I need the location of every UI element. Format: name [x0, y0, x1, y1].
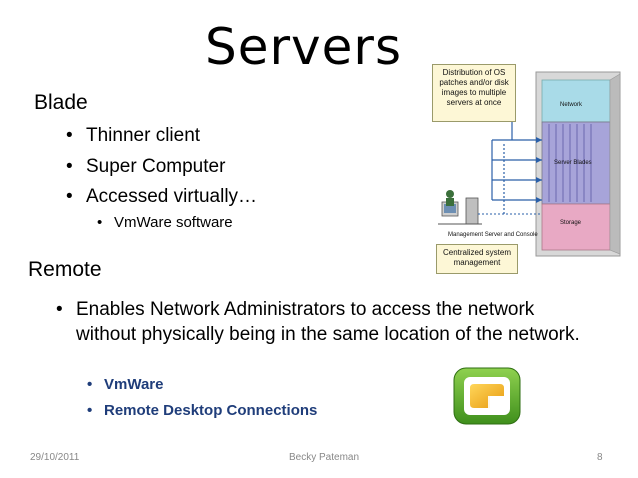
management-server-label: Management Server and Console — [448, 232, 538, 238]
blade-bullet-3: Accessed virtually… — [66, 187, 257, 206]
footer-author: Becky Pateman — [289, 452, 360, 463]
remote-sub-bullet-2: Remote Desktop Connections — [87, 403, 317, 418]
vmware-logo-icon — [453, 367, 521, 425]
blade-bullet-2: Super Computer — [66, 157, 225, 176]
blade-bullet-1: Thinner client — [66, 126, 200, 145]
slide-title: Servers — [205, 18, 403, 76]
rack-label-network: Network — [560, 102, 583, 108]
rack-illustration — [438, 71, 621, 257]
distribution-callout: Distribution of OS patches and/or disk i… — [432, 64, 516, 122]
management-callout: Centralized system management — [436, 244, 518, 274]
remote-sub-bullet-1: VmWare — [87, 377, 164, 392]
footer-page-number: 8 — [597, 452, 603, 463]
remote-paragraph: Enables Network Administrators to access… — [56, 297, 596, 347]
remote-heading: Remote — [28, 258, 102, 281]
rack-label-server-blades: Server Blades — [554, 160, 592, 166]
blade-server-diagram: Distribution of OS patches and/or disk i… — [432, 64, 628, 278]
blade-sub-bullet-1: VmWare software — [97, 215, 233, 230]
blade-heading: Blade — [34, 91, 88, 114]
footer-date: 29/10/2011 — [30, 452, 80, 463]
rack-label-storage: Storage — [560, 220, 582, 226]
